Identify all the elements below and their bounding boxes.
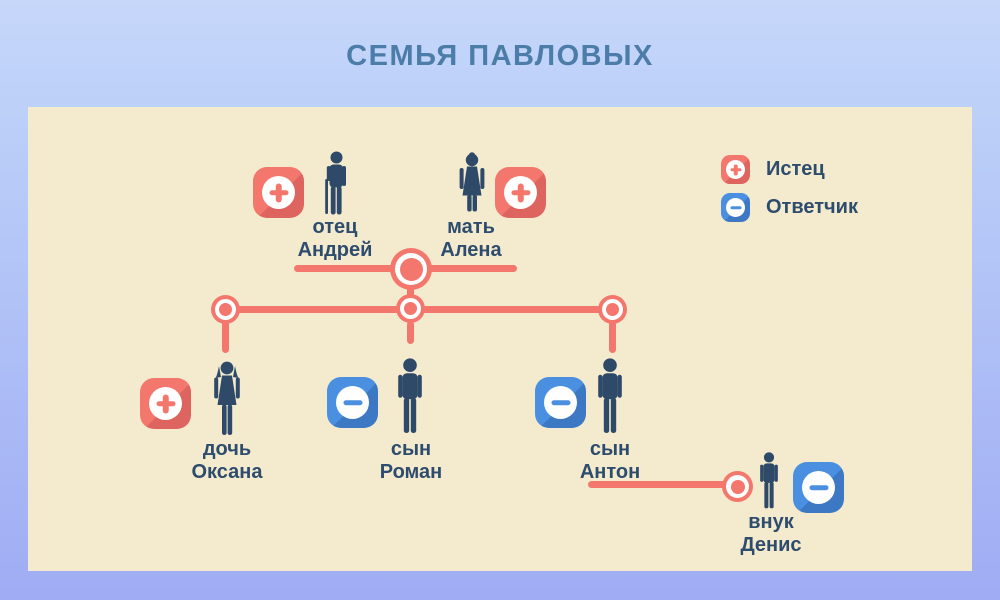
figure-son-roman-man-icon xyxy=(394,358,426,434)
label-son-anton: сын Антон xyxy=(580,438,640,483)
figure-daughter-woman-icon xyxy=(209,360,245,436)
label-father-name: Андрей xyxy=(297,238,373,261)
legend-item-defendant: Ответчик xyxy=(721,193,858,222)
plus-icon xyxy=(721,155,750,184)
label-father: отец Андрей xyxy=(298,216,373,261)
figure-son-anton-man-icon xyxy=(594,358,626,434)
plus-icon-disc xyxy=(726,160,745,179)
marriage-node xyxy=(390,248,432,290)
label-mother: мать Алена xyxy=(440,216,501,261)
minus-icon xyxy=(802,471,835,504)
label-son-roman: сын Роман xyxy=(380,438,443,483)
sibling-node-roman xyxy=(396,294,425,323)
badge-son-roman-defendant xyxy=(327,377,378,428)
minus-icon-disc xyxy=(726,198,745,217)
minus-icon xyxy=(336,386,369,419)
label-father-role: отец xyxy=(312,216,358,238)
figure-grandson-man-icon xyxy=(757,452,781,509)
marriage-to-children-line xyxy=(407,285,414,301)
badge-son-anton-defendant xyxy=(535,377,586,428)
plus-icon xyxy=(504,176,537,209)
minus-icon xyxy=(721,193,750,222)
label-daughter: дочь Оксана xyxy=(192,438,263,483)
son-roman-drop-line xyxy=(407,321,414,344)
label-daughter-name: Оксана xyxy=(191,460,263,483)
label-mother-role: мать xyxy=(447,216,495,238)
son-anton-drop-line xyxy=(609,321,616,353)
grandson-line xyxy=(588,481,729,488)
legend-label-plaintiff: Истец xyxy=(766,158,825,180)
legend: Истец Ответчик xyxy=(721,155,858,231)
legend-label-defendant: Ответчик xyxy=(766,196,858,218)
plus-icon xyxy=(262,176,295,209)
label-son-roman-role: сын xyxy=(390,438,432,460)
plus-icon xyxy=(149,387,182,420)
minus-icon xyxy=(544,386,577,419)
badge-father-plaintiff xyxy=(253,167,304,218)
grandson-node xyxy=(722,471,753,502)
page-title: СЕМЬЯ ПАВЛОВЫХ xyxy=(346,40,654,72)
label-daughter-role: дочь xyxy=(202,438,252,460)
label-son-anton-name: Антон xyxy=(579,460,641,483)
label-mother-name: Алена xyxy=(440,238,502,261)
legend-item-plaintiff: Истец xyxy=(721,155,858,184)
family-tree-panel: отец Андрей мать Алена xyxy=(28,107,972,571)
figure-father-elderly-man-icon xyxy=(317,151,353,215)
badge-mother-plaintiff xyxy=(495,167,546,218)
daughter-drop-line xyxy=(222,321,229,353)
figure-mother-woman-icon xyxy=(455,152,489,212)
label-son-roman-name: Роман xyxy=(379,460,443,483)
label-grandson-name: Денис xyxy=(740,533,802,556)
sibling-node-daughter xyxy=(211,295,240,324)
label-son-anton-role: сын xyxy=(589,438,631,460)
badge-grandson-defendant xyxy=(793,462,844,513)
label-grandson-role: внук xyxy=(748,511,794,533)
badge-daughter-plaintiff xyxy=(140,378,191,429)
sibling-node-anton xyxy=(598,295,627,324)
label-grandson: внук Денис xyxy=(740,511,801,556)
